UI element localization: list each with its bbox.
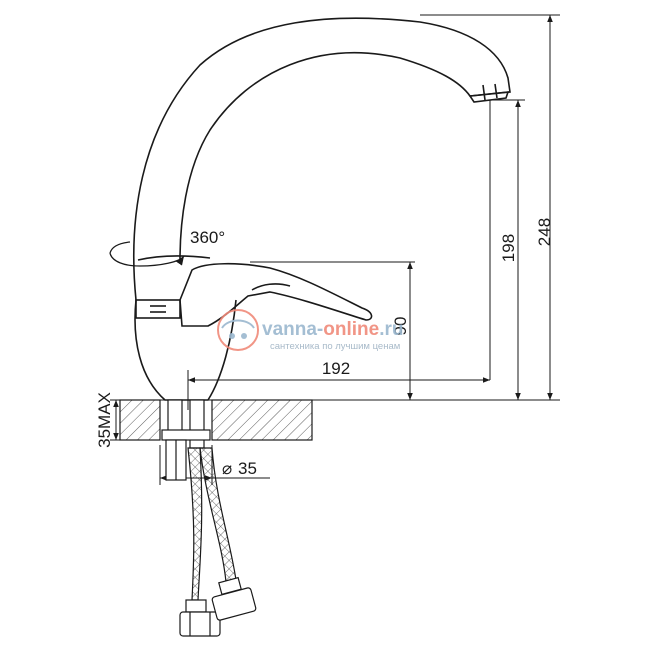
braided-hoses	[187, 447, 237, 601]
lever-handle	[135, 262, 373, 327]
hose-fittings	[179, 576, 257, 637]
watermark-tagline: сантехника по лучшим ценам	[270, 341, 400, 352]
dim-mount-thickness: 35MAX	[95, 392, 114, 448]
dim-hole-diameter-value: 35	[238, 459, 257, 478]
rotation-label: 360°	[190, 228, 225, 247]
dim-spout-height: 198	[499, 234, 518, 262]
rotation-arrow	[109, 241, 185, 267]
dim-lever-height: 90	[391, 317, 410, 336]
dim-total-height: 248	[535, 218, 554, 246]
watermark-logo-icon	[217, 309, 259, 351]
watermark-brand: vanna-online.ru	[262, 319, 403, 340]
dim-reach: 192	[322, 359, 350, 378]
diameter-symbol: ⌀	[222, 459, 232, 478]
countertop	[119, 399, 313, 441]
watermark: vanna-online.ru сантехника по лучшим цен…	[217, 309, 403, 352]
dim-hole-diameter: ⌀ 35	[222, 459, 257, 478]
mounting-hardware	[161, 399, 211, 481]
